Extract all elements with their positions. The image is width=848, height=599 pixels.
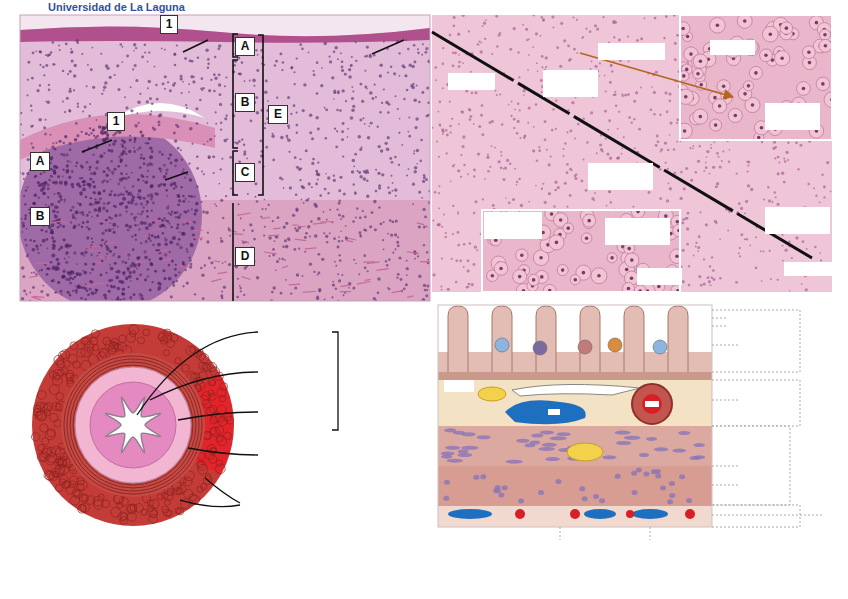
label-box: A: [30, 152, 51, 171]
label-letter: 1: [113, 114, 120, 128]
label-box: A: [235, 37, 256, 56]
label-letter: C: [241, 165, 250, 179]
diagonal-line: [432, 32, 812, 258]
label-box: B: [235, 93, 256, 112]
label-box: 1: [107, 112, 126, 131]
label-letter: A: [36, 154, 45, 168]
label-box: E: [268, 105, 288, 124]
leader-lines: [137, 332, 338, 507]
bracket-lines: [82, 34, 404, 301]
label-letter: D: [241, 249, 250, 263]
inset-top: [680, 15, 832, 140]
label-box: 1: [160, 15, 179, 34]
wall-layers: [438, 305, 712, 527]
watermark-text: Universidad de La Laguna: [48, 1, 185, 13]
inset-bottom: [482, 210, 680, 292]
layer-guides: [560, 310, 822, 540]
blank-label-boxes: [448, 40, 832, 285]
micrograph-right: [432, 15, 832, 292]
label-box: D: [235, 247, 256, 266]
label-box: B: [30, 207, 51, 226]
label-letter: 1: [166, 17, 173, 31]
label-letter: E: [274, 107, 282, 121]
tube-cross-section: [32, 324, 234, 526]
label-letter: B: [241, 95, 250, 109]
label-box: C: [235, 163, 256, 182]
label-letter: B: [36, 209, 45, 223]
micrograph-left: [20, 15, 430, 301]
label-letter: A: [241, 39, 250, 53]
